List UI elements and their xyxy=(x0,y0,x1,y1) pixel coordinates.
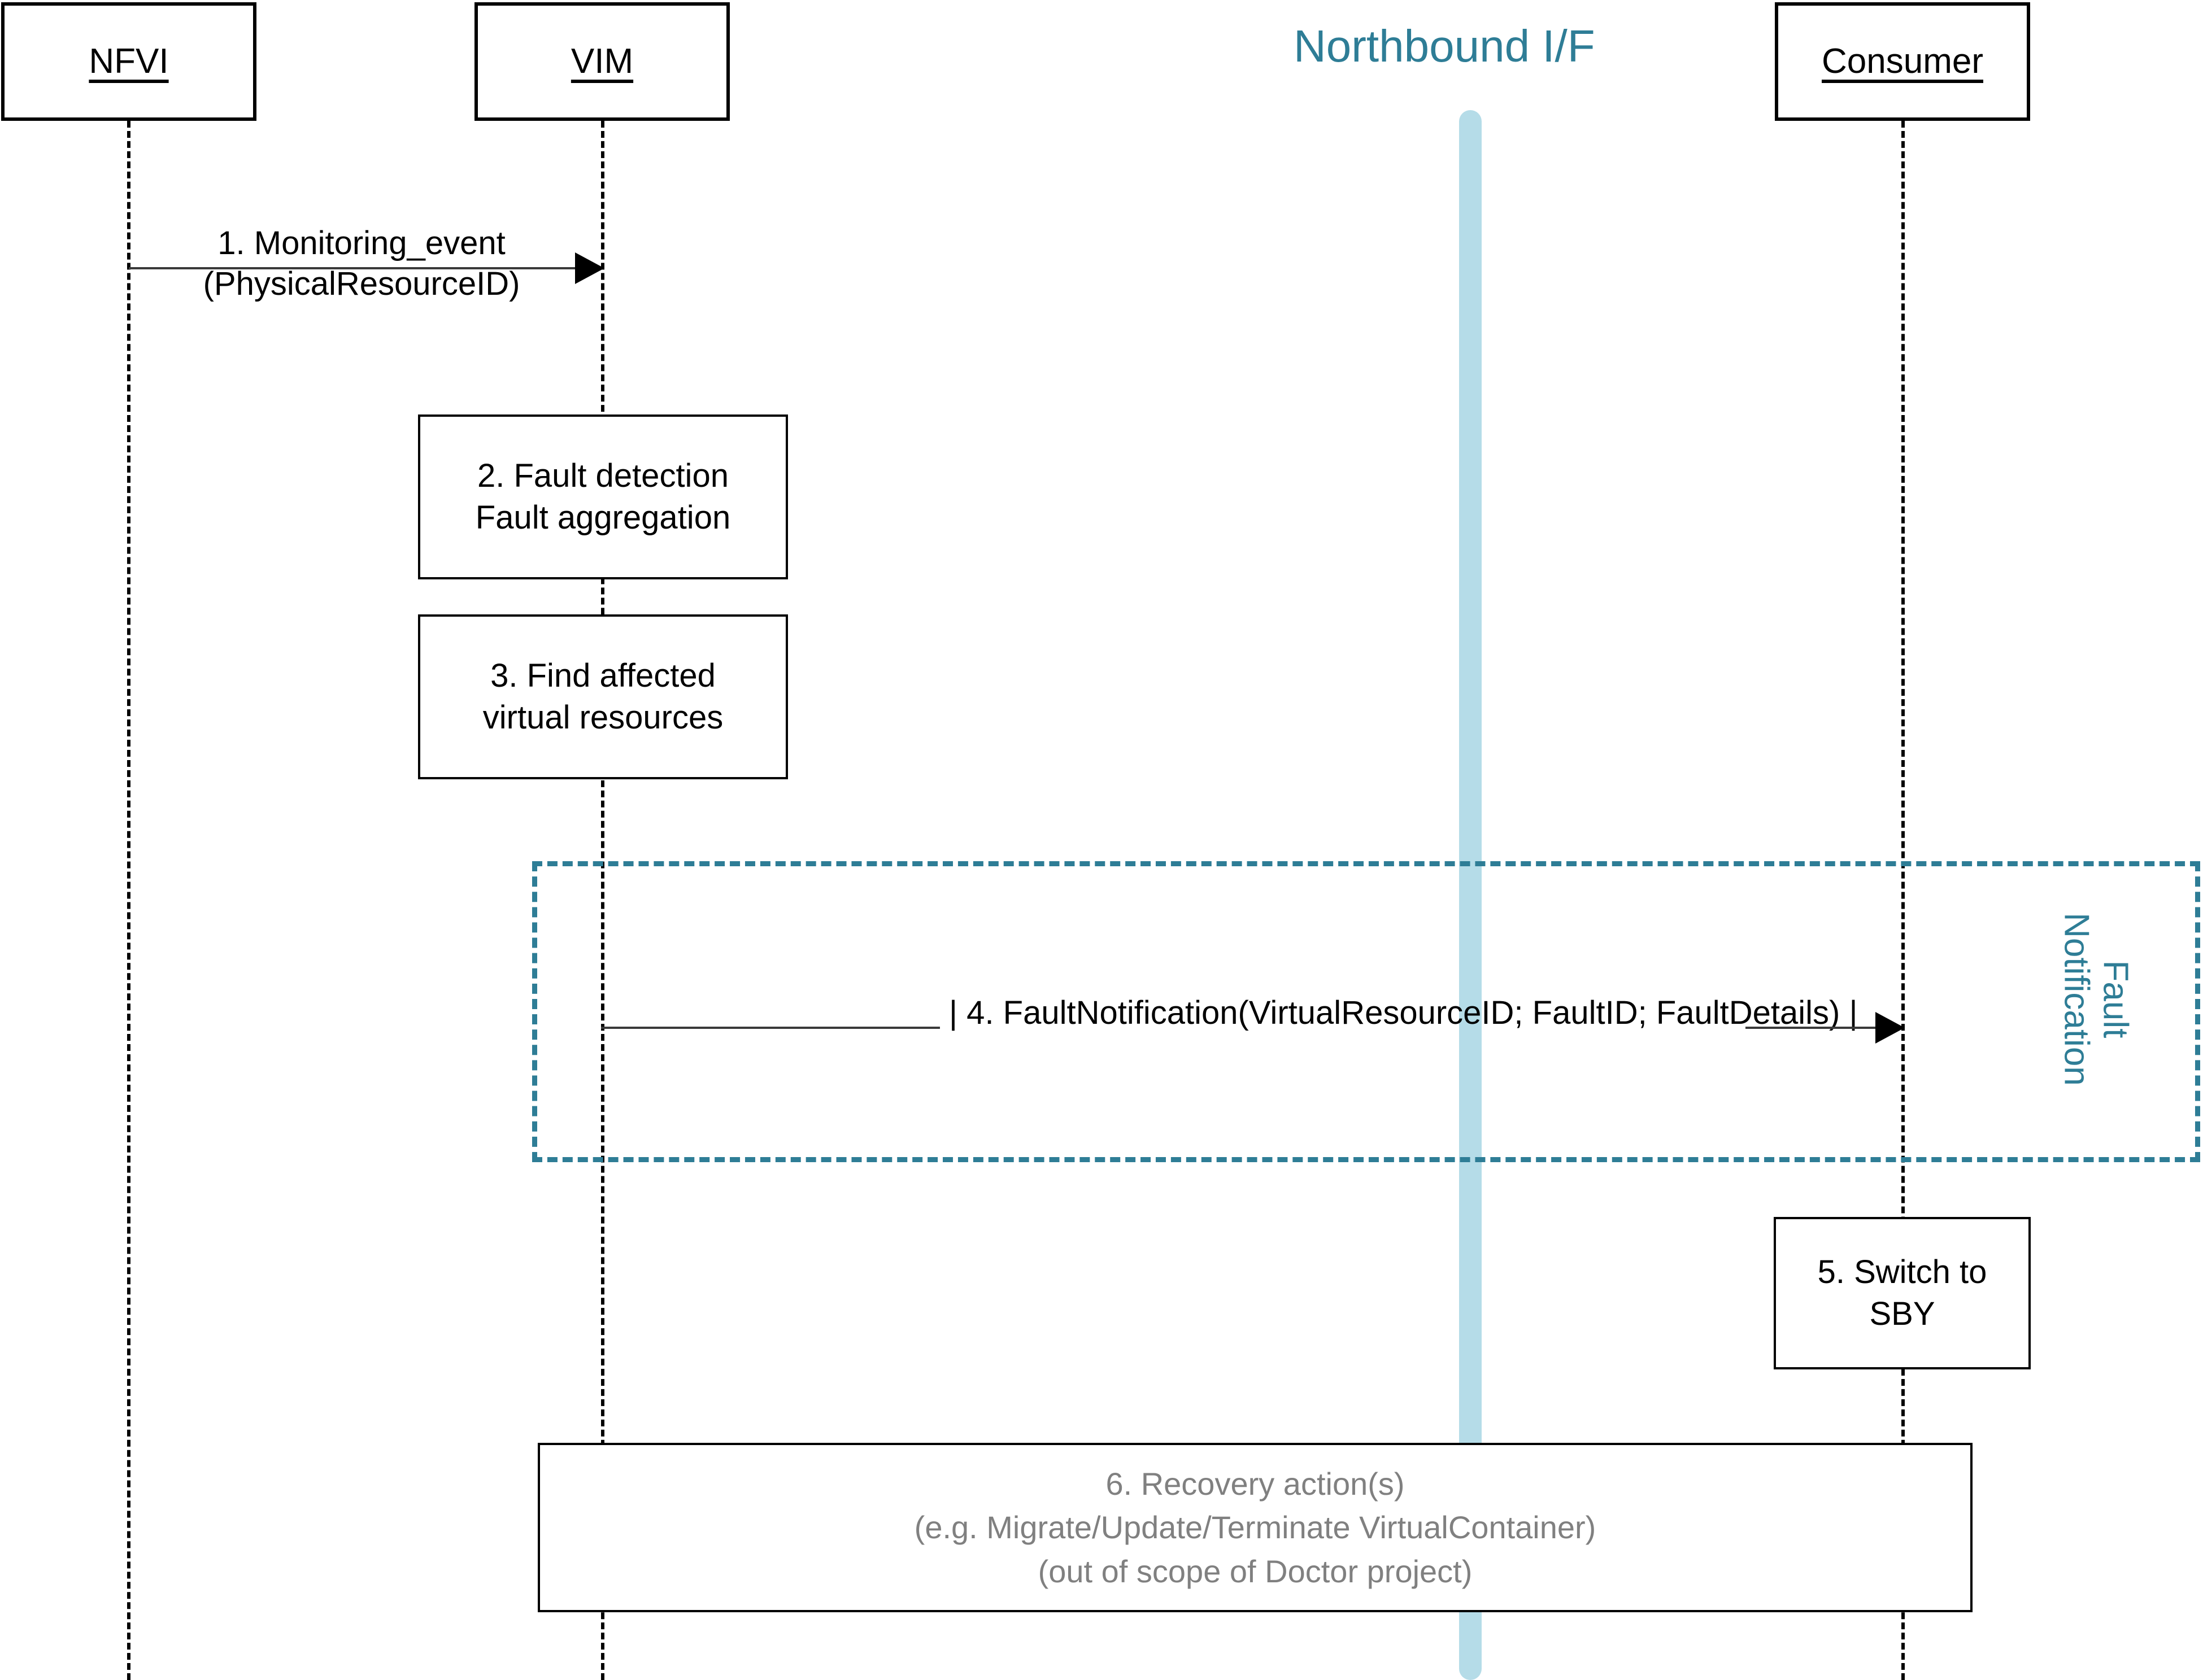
activity-text-find-affected-resources: 3. Find affected virtual resources xyxy=(482,657,724,736)
lifeline-consumer xyxy=(1901,121,1905,1680)
message-1-line xyxy=(129,267,587,269)
message-4-line-right xyxy=(1745,1027,1887,1029)
activity-text-fault-detection: 2. Fault detection Fault aggregation xyxy=(475,457,731,536)
message-4-arrowhead xyxy=(1875,1012,1905,1044)
message-4-line-left xyxy=(601,1027,940,1029)
activity-box-recovery-actions[interactable]: 6. Recovery action(s) (e.g. Migrate/Upda… xyxy=(538,1443,1973,1612)
activity-box-fault-detection[interactable]: 2. Fault detection Fault aggregation xyxy=(418,414,788,579)
lifeline-nfvi xyxy=(127,121,130,1680)
northbound-interface-bar xyxy=(1459,110,1482,1680)
actor-label-vim: VIM xyxy=(571,42,634,81)
activity-text-recovery-actions: 6. Recovery action(s) (e.g. Migrate/Upda… xyxy=(914,1466,1596,1589)
actor-label-consumer: Consumer xyxy=(1822,42,1983,81)
activity-text-switch-to-sby: 5. Switch to SBY xyxy=(1817,1253,1987,1332)
message-4-label: | 4. FaultNotification(VirtualResourceID… xyxy=(949,994,1858,1031)
lifeline-vim xyxy=(601,121,604,1680)
actor-box-consumer[interactable]: Consumer xyxy=(1775,2,2030,121)
northbound-interface-title: Northbound I/F xyxy=(1294,21,1595,71)
message-1-arrowhead xyxy=(575,252,604,284)
fragment-label-fault-notification: Fault Notification xyxy=(2057,913,2135,1086)
activity-box-switch-to-sby[interactable]: 5. Switch to SBY xyxy=(1774,1217,2031,1369)
activity-box-find-affected-resources[interactable]: 3. Find affected virtual resources xyxy=(418,614,788,779)
message-1-label: 1. Monitoring_event (PhysicalResourceID) xyxy=(203,225,520,302)
fragment-fault-notification xyxy=(532,861,2200,1162)
actor-box-vim[interactable]: VIM xyxy=(474,2,730,121)
actor-label-nfvi: NFVI xyxy=(89,42,169,81)
actor-box-nfvi[interactable]: NFVI xyxy=(1,2,256,121)
